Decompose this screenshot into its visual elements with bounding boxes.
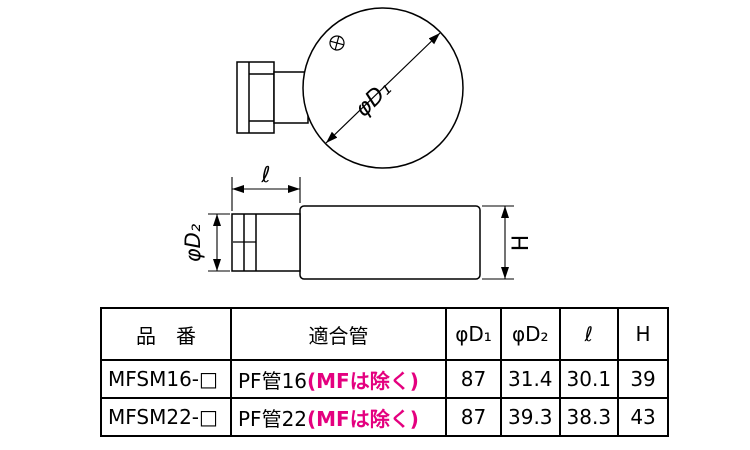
col-header-d2: φD₂ — [500, 307, 561, 361]
cell-h: 39 — [617, 359, 670, 399]
side-view: ℓ φD₂ H — [181, 163, 534, 280]
pipe-name: PF管16 — [238, 368, 308, 393]
table-row: MFSM16-□ PF管16(MFは除く) 87 31.4 30.1 39 — [100, 359, 670, 399]
ell-dimension-label: ℓ — [260, 163, 270, 188]
d2-dimension-label: φD₂ — [181, 223, 205, 262]
pipe-name: PF管22 — [238, 406, 308, 431]
col-header-part: 品 番 — [100, 307, 232, 361]
d1-dimension — [325, 32, 441, 144]
table-row: MFSM22-□ PF管22(MFは除く) 87 39.3 38.3 43 — [100, 397, 670, 437]
pipe-note: (MFは除く) — [307, 368, 419, 393]
cell-pipe: PF管16(MFは除く) — [230, 359, 447, 399]
side-view-cap — [231, 213, 301, 272]
side-view-body — [299, 205, 481, 280]
ell-dimension — [231, 177, 301, 211]
h-dimension — [482, 205, 514, 280]
col-header-h: H — [617, 307, 670, 361]
cell-d2: 31.4 — [500, 359, 561, 399]
table-header-row: 品 番 適合管 φD₁ φD₂ ℓ H — [100, 307, 670, 361]
top-view: φD₁ — [236, 7, 464, 169]
d2-dimension — [208, 213, 230, 272]
cell-h: 43 — [617, 397, 670, 437]
cell-part: MFSM22-□ — [100, 397, 232, 437]
col-header-d1: φD₁ — [445, 307, 502, 361]
cell-part: MFSM16-□ — [100, 359, 232, 399]
cell-d2: 39.3 — [500, 397, 561, 437]
technical-drawing: φD₁ ℓ — [181, 7, 534, 280]
cell-d1: 87 — [445, 397, 502, 437]
top-view-connector — [236, 61, 309, 134]
col-header-pipe: 適合管 — [230, 307, 447, 361]
cell-ell: 38.3 — [558, 397, 620, 437]
pipe-note: (MFは除く) — [307, 406, 419, 431]
cell-pipe: PF管22(MFは除く) — [230, 397, 447, 437]
cell-ell: 30.1 — [558, 359, 620, 399]
h-dimension-label: H — [509, 235, 534, 252]
cell-d1: 87 — [445, 359, 502, 399]
spec-table: 品 番 適合管 φD₁ φD₂ ℓ H MFSM16-□ PF管16(MFは除く… — [100, 307, 670, 437]
col-header-ell: ℓ — [558, 307, 620, 361]
